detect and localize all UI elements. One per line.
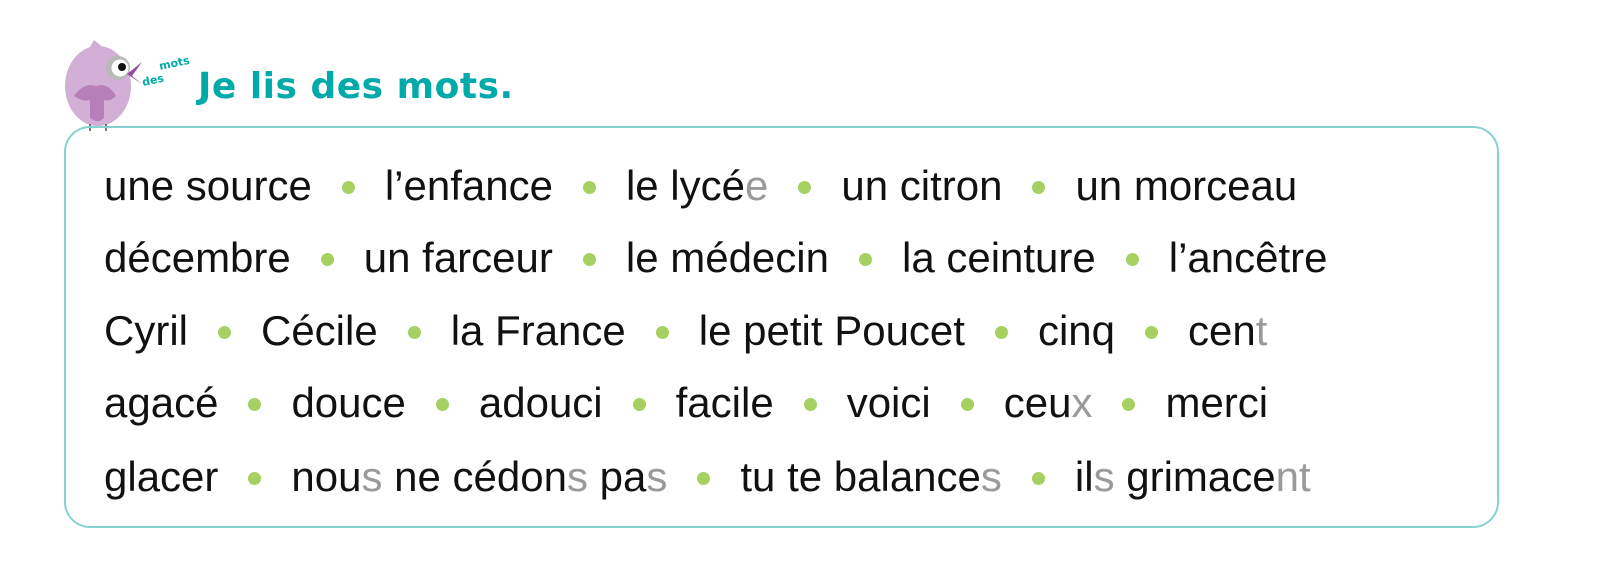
separator-dot-icon <box>803 397 817 411</box>
word-list-box <box>64 126 1499 528</box>
separator-dot-icon <box>1125 252 1139 266</box>
word-item: douce <box>291 379 405 427</box>
word-text: cen <box>1188 307 1256 354</box>
silent-letter: s <box>646 453 668 500</box>
page-title: Je lis des mots. <box>198 66 514 107</box>
word-text: décembre <box>104 234 291 281</box>
word-text: un farceur <box>363 234 553 281</box>
svg-text:des: des <box>141 72 166 89</box>
separator-dot-icon <box>632 397 646 411</box>
word-item: un citron <box>841 162 1002 210</box>
separator-dot-icon <box>798 180 812 194</box>
word-item: l’ancêtre <box>1169 234 1328 282</box>
word-item: le petit Poucet <box>699 307 965 355</box>
word-text: douce <box>291 379 406 426</box>
word-line: une source l’enfance le lycée un citron un m… <box>104 156 1297 216</box>
silent-letter: s <box>566 453 588 500</box>
word-text: voici <box>846 379 931 426</box>
word-item: nous ne cédons pas <box>291 453 667 501</box>
word-text: le petit Poucet <box>698 307 965 354</box>
separator-dot-icon <box>994 325 1008 339</box>
word-item: cinq <box>1038 307 1115 355</box>
separator-dot-icon <box>1031 471 1045 485</box>
word-text: la France <box>450 307 626 354</box>
separator-dot-icon <box>655 325 669 339</box>
word-text: pa <box>587 453 647 500</box>
word-item: facile <box>676 379 774 427</box>
word-item: une source <box>104 162 312 210</box>
silent-letter: s <box>980 453 1002 500</box>
svg-text:mots: mots <box>158 54 191 73</box>
word-item: glacer <box>104 453 218 501</box>
separator-dot-icon <box>248 471 262 485</box>
word-text: facile <box>675 379 774 426</box>
word-text: tu te balance <box>740 453 981 500</box>
separator-dot-icon <box>697 471 711 485</box>
word-item: ils grimacent <box>1075 453 1311 501</box>
word-text: glacer <box>104 453 219 500</box>
separator-dot-icon <box>320 252 334 266</box>
word-item: tu te balances <box>740 453 1002 501</box>
word-text: Cyril <box>104 307 188 354</box>
silent-letter: s <box>361 453 383 500</box>
word-text: ceu <box>1003 379 1072 426</box>
exercise-header: des mots Je lis des mots. <box>60 36 560 131</box>
word-line: agacé douce adouci facile voici ceux merci <box>104 373 1268 433</box>
word-item: agacé <box>104 379 218 427</box>
word-item: le lycée <box>626 162 768 210</box>
word-item: la ceinture <box>902 234 1096 282</box>
word-item: Cyril <box>104 307 188 355</box>
word-item: merci <box>1165 379 1268 427</box>
separator-dot-icon <box>248 397 262 411</box>
word-item: Cécile <box>261 307 378 355</box>
word-item: la France <box>451 307 626 355</box>
word-text: il <box>1074 453 1094 500</box>
word-text: un morceau <box>1075 162 1298 209</box>
separator-dot-icon <box>1145 325 1159 339</box>
separator-dot-icon <box>960 397 974 411</box>
separator-dot-icon <box>435 397 449 411</box>
word-item: adouci <box>479 379 603 427</box>
silent-letter: e <box>745 162 769 209</box>
word-text: cinq <box>1037 307 1116 354</box>
word-line: décembre un farceur le médecin la ceinture l… <box>104 228 1328 288</box>
word-item: décembre <box>104 234 291 282</box>
word-item: un morceau <box>1075 162 1297 210</box>
word-text: adouci <box>478 379 603 426</box>
separator-dot-icon <box>582 180 596 194</box>
word-text: le lycé <box>625 162 745 209</box>
word-item: cent <box>1188 307 1267 355</box>
word-item: voici <box>847 379 931 427</box>
word-text: nou <box>291 453 362 500</box>
silent-letter: nt <box>1275 453 1311 500</box>
separator-dot-icon <box>1032 180 1046 194</box>
word-text: une source <box>104 162 312 209</box>
bird-icon: des mots <box>65 40 191 131</box>
word-text: agacé <box>104 379 219 426</box>
word-item: un farceur <box>364 234 553 282</box>
word-text: le médecin <box>625 234 829 281</box>
word-text: l’enfance <box>384 162 553 209</box>
separator-dot-icon <box>582 252 596 266</box>
silent-letter: x <box>1071 379 1093 426</box>
word-item: l’enfance <box>385 162 553 210</box>
word-item: le médecin <box>626 234 829 282</box>
separator-dot-icon <box>341 180 355 194</box>
word-line: Cyril Cécile la France le petit Poucet cinq c… <box>104 301 1267 361</box>
word-text: merci <box>1165 379 1269 426</box>
word-text: un citron <box>841 162 1003 209</box>
word-text: ne cédon <box>382 453 567 500</box>
separator-dot-icon <box>858 252 872 266</box>
word-text: la ceinture <box>901 234 1096 281</box>
silent-letter: s <box>1093 453 1115 500</box>
separator-dot-icon <box>217 325 231 339</box>
separator-dot-icon <box>407 325 421 339</box>
word-item: ceux <box>1004 379 1093 427</box>
word-text: l’ancêtre <box>1168 234 1328 281</box>
separator-dot-icon <box>1122 397 1136 411</box>
word-text: Cécile <box>260 307 378 354</box>
silent-letter: t <box>1255 307 1268 354</box>
word-text: grimace <box>1114 453 1276 500</box>
